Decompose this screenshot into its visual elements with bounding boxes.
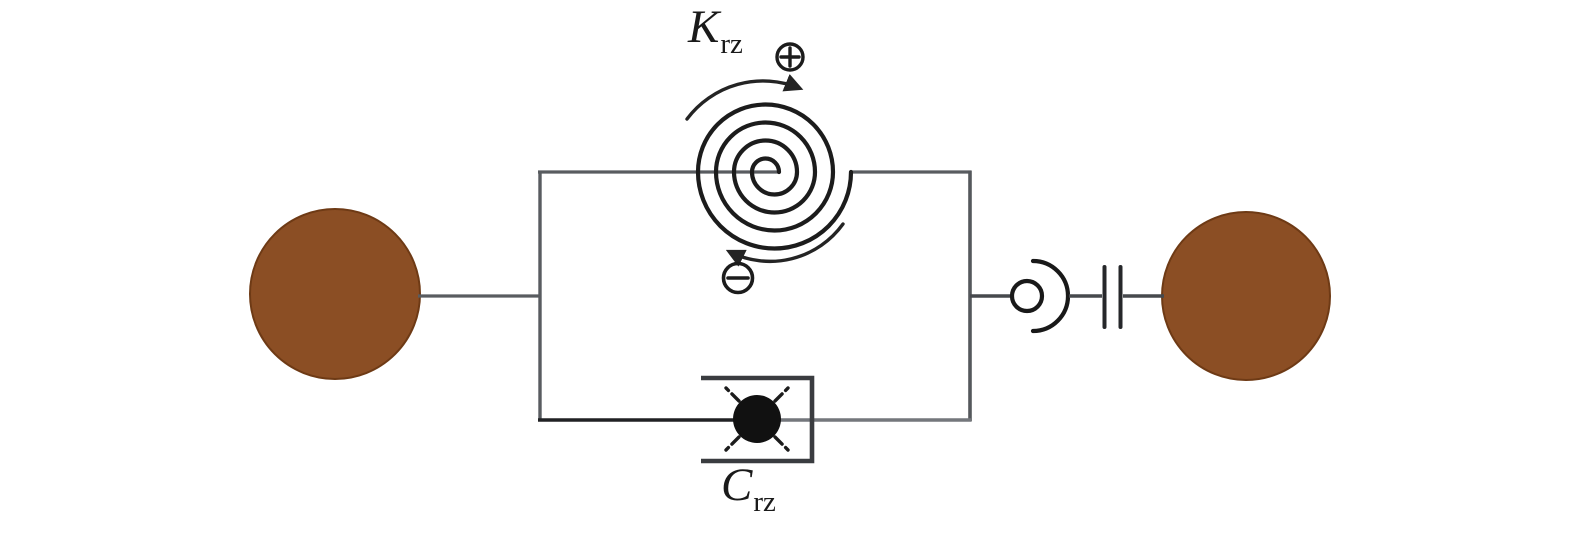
spring-stiffness-label: Krz bbox=[688, 1, 743, 59]
cw-rotation-arrow-icon bbox=[685, 74, 804, 121]
spring-label-subscript: rz bbox=[720, 28, 743, 60]
damper-spokes-icon bbox=[724, 386, 790, 452]
spiral-spring-icon bbox=[695, 102, 854, 251]
damper-label-base: C bbox=[721, 459, 753, 511]
spring-label-base: K bbox=[688, 1, 720, 53]
joint-ball-icon bbox=[1009, 278, 1045, 314]
joint-socket-arc-icon bbox=[1030, 258, 1071, 334]
damper-label-subscript: rz bbox=[753, 486, 776, 518]
left-mass bbox=[249, 208, 421, 380]
minus-sign-icon bbox=[721, 261, 755, 295]
damper-coefficient-label: Crz bbox=[721, 459, 776, 517]
plus-sign-icon bbox=[775, 42, 805, 72]
right-mass bbox=[1161, 211, 1331, 381]
damper-housing bbox=[701, 375, 815, 464]
coupling-bars-icon bbox=[1102, 265, 1123, 329]
damper-rotor-icon bbox=[733, 395, 781, 443]
ccw-rotation-arrow-icon bbox=[725, 222, 845, 267]
